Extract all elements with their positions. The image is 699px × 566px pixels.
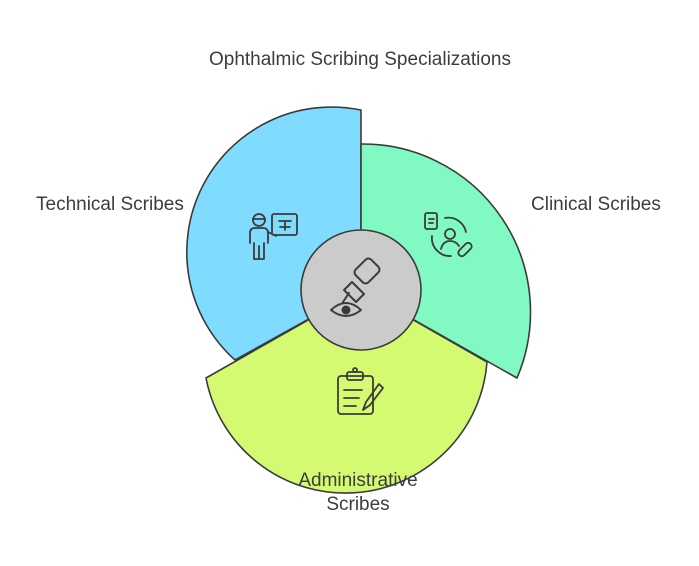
segment-clinical — [360, 143, 532, 379]
clipboard-pen-icon — [337, 367, 384, 415]
segment-administrative — [205, 289, 488, 494]
label-administrative-line-2: Scribes — [326, 494, 390, 515]
ophthalmic-technician-icon — [249, 213, 298, 260]
label-administrative-line-1: Administrative — [298, 470, 418, 491]
label-administrative-scribes: Administrative Scribes — [273, 469, 443, 517]
patient-care-icon — [424, 212, 473, 258]
eye-drop-icon — [330, 257, 381, 317]
label-clinical-scribes: Clinical Scribes — [531, 194, 661, 215]
label-technical-scribes: Technical Scribes — [36, 194, 184, 215]
diagram-title: Ophthalmic Scribing Specializations — [208, 49, 512, 70]
